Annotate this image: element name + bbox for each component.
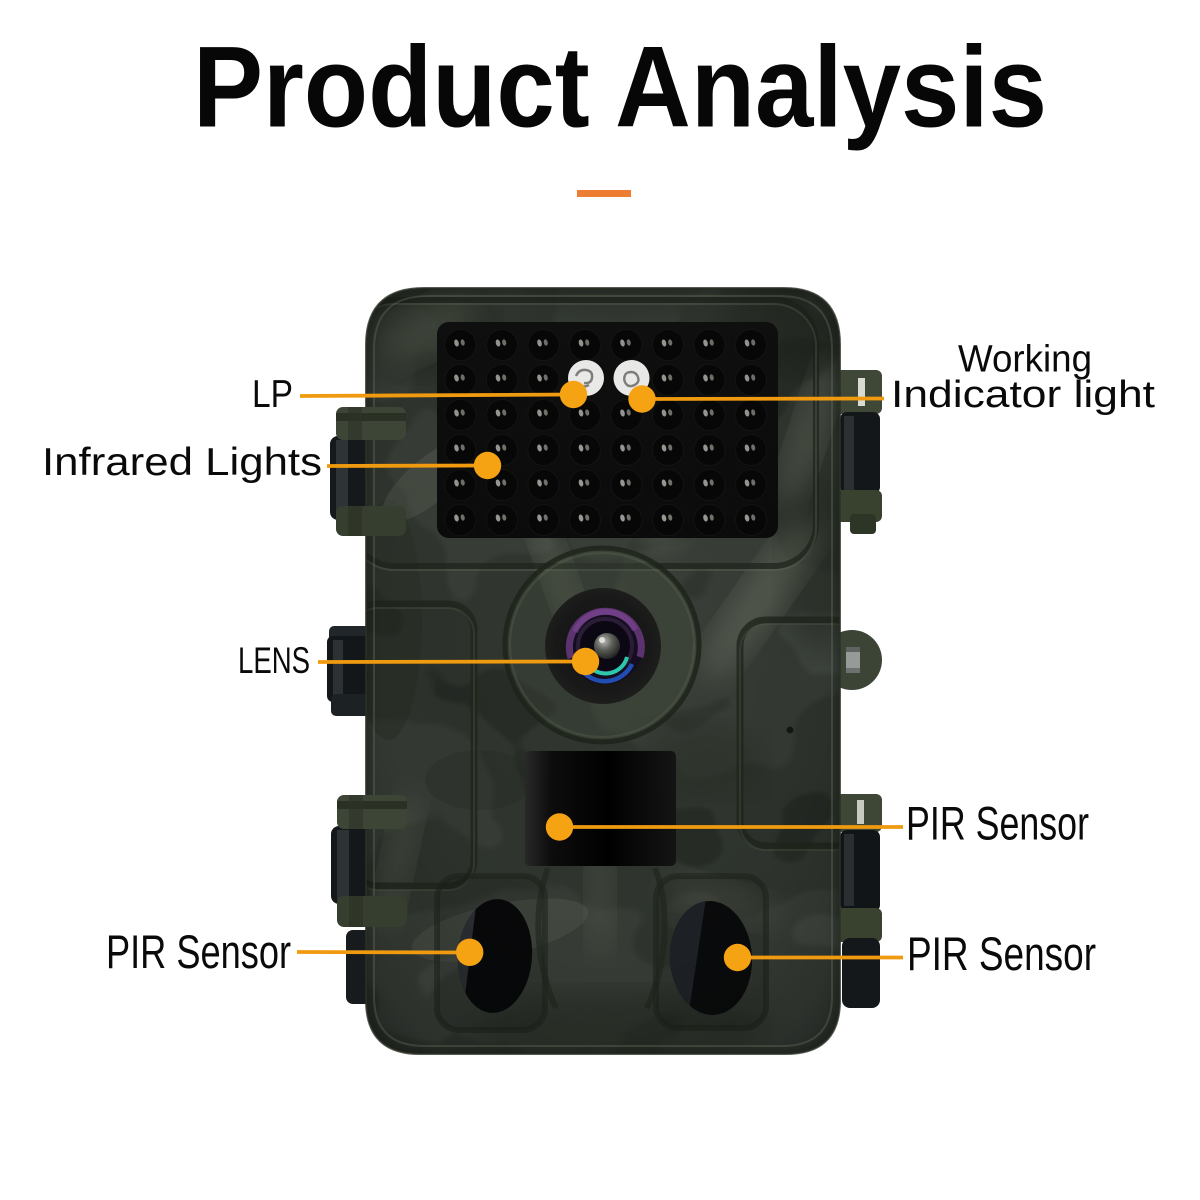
svg-text:Working: Working — [958, 339, 1092, 381]
svg-text:Product Analysis: Product Analysis — [193, 24, 1047, 152]
svg-text:Infrared Lights: Infrared Lights — [42, 441, 322, 484]
svg-text:LENS: LENS — [238, 640, 310, 681]
svg-text:LP: LP — [252, 373, 293, 416]
svg-text:PIR Sensor: PIR Sensor — [907, 927, 1096, 980]
svg-text:PIR Sensor: PIR Sensor — [906, 797, 1089, 850]
svg-text:Indicator light: Indicator light — [891, 374, 1156, 416]
svg-text:PIR Sensor: PIR Sensor — [106, 925, 291, 978]
